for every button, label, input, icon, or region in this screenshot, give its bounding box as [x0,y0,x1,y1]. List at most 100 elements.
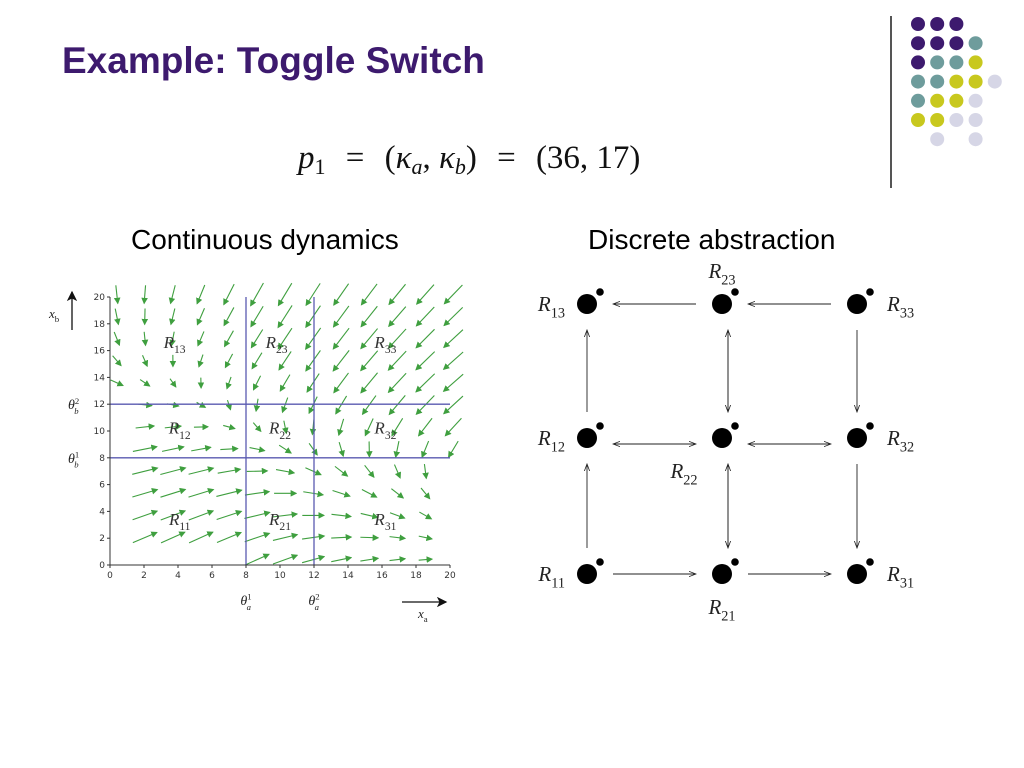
vector-field-arrow [389,512,406,520]
self-loop-marker [596,558,604,566]
vector-field-arrow [160,466,187,476]
vector-field-arrow [305,327,322,351]
decorative-dot [949,93,964,108]
decorative-dot-grid [911,17,1002,147]
y-tick-label: 4 [99,507,105,517]
vector-field-arrow [223,283,235,306]
vector-field-arrow [335,395,348,415]
vector-field-arrow [442,373,464,393]
x-tick-label: 4 [175,571,181,581]
vector-field-arrow [360,372,378,394]
decorative-dot [930,74,945,89]
vector-field-arrow [196,308,205,326]
x-tick-label: 16 [376,571,388,581]
decorative-dot [968,55,983,70]
state-node-r13 [577,294,597,314]
vector-field-arrow [444,417,462,437]
x-tick-label: 8 [243,571,249,581]
vector-field-arrow [160,487,187,498]
vector-field-arrow [333,372,349,394]
decorative-dot [911,36,925,51]
vector-field-arrow [225,399,232,411]
vector-field-arrow [217,466,242,474]
vector-field-arrow [331,555,353,563]
vector-field-arrow [333,283,350,306]
vector-field-arrow [281,397,289,414]
vector-field-arrow [188,487,215,498]
vector-field-arrow [419,511,433,520]
vector-field-arrow [388,306,407,328]
vector-field-arrow [273,511,299,518]
decorative-dot [949,36,964,51]
vector-field-arrow [418,556,434,563]
self-loop-marker [596,422,604,430]
vector-field-arrow [332,489,351,498]
vector-field-arrow [305,467,322,476]
vector-field-arrow [188,466,215,475]
y-tick-label: 2 [99,534,105,544]
vector-field-arrow [308,396,318,415]
vector-field-arrow [250,282,264,307]
state-label-r22: R22 [669,459,697,488]
self-loop-marker [731,288,739,296]
vector-field-arrow [250,305,264,328]
vector-field-arrow [282,420,289,435]
vector-field-arrow [114,308,121,326]
vector-field-arrow [160,509,187,521]
vector-field-arrow [191,445,212,452]
vector-field-arrow [110,379,124,387]
state-label-r11: R11 [537,562,565,591]
decorative-dot [930,55,945,70]
x-tick-label: 12 [308,571,319,581]
vector-field-arrow [388,394,406,416]
vector-field-arrow [443,329,464,349]
state-node-r22 [712,428,732,448]
vector-field-arrow [360,283,378,306]
vector-field-arrow [305,350,321,372]
vector-field-arrow [360,555,380,563]
vector-field-arrow [361,489,378,498]
vector-field-arrow [415,284,435,305]
x-tick-label: 0 [107,571,113,581]
vector-field-arrow [443,306,464,327]
vector-field-arrow [197,331,205,347]
vector-field-arrow [244,531,271,543]
region-label-r12: R12 [168,419,191,442]
state-label-r31: R31 [886,562,914,591]
vector-field-arrow [135,423,156,430]
vector-field-arrow [301,533,326,541]
formula-sub-a: a [411,154,423,179]
vector-field-arrow [253,375,262,391]
vector-field-arrow [301,554,326,564]
state-label-r12: R12 [537,426,565,455]
vector-field-arrow [141,331,149,347]
state-node-r23 [712,294,732,314]
vector-field-arrow [244,489,271,496]
vector-field-arrow [364,418,374,437]
vector-field-arrow [332,305,350,328]
vector-field-arrow [415,373,436,393]
y-tick-label: 20 [94,293,106,303]
vector-field-arrow [141,285,148,305]
vector-field-arrow [443,395,464,415]
vector-field-arrow [132,509,159,521]
region-label-r21: R21 [268,510,291,533]
state-label-r13: R13 [537,292,565,321]
vector-field-arrow [277,282,293,307]
y-tick-label: 18 [94,320,106,330]
y-tick-label: 16 [94,347,106,357]
vector-field-arrow [223,307,235,327]
vector-field-arrow [442,351,464,371]
vector-field-arrow [250,329,264,349]
formula-p-sub: 1 [314,154,326,179]
vector-field-arrow [169,331,176,347]
vector-field-arrow [421,440,430,459]
decorative-dot [930,17,945,31]
formula-tuple: (κa, κb) [384,140,477,179]
y-tick-label: 10 [94,427,106,437]
vector-field-arrow [113,285,121,305]
vector-field-arrow [415,351,436,371]
